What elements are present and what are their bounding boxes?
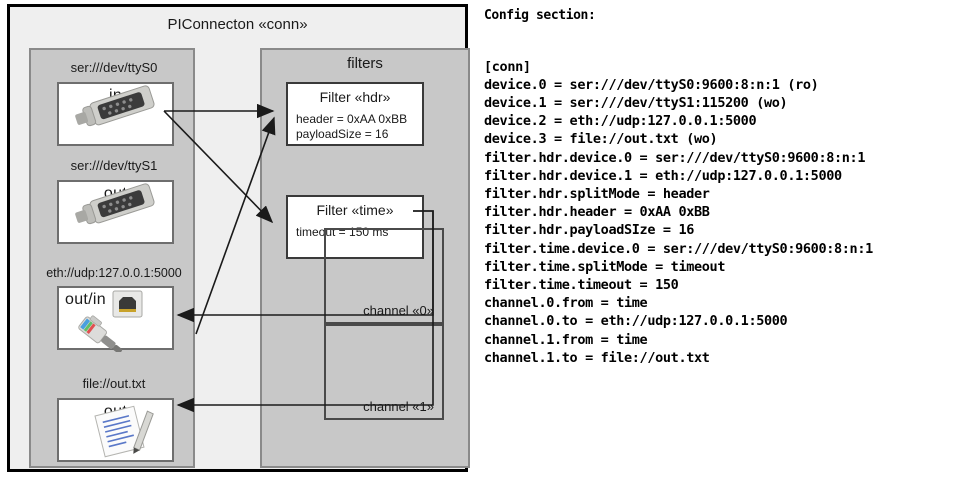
filters-panel: filters Filter «hdr» header = 0xAA 0xBB … [260,48,470,468]
diagram-title: PIConnecton «conn» [167,16,308,33]
channel-box-1[interactable]: channel «1» [324,324,444,420]
device-box-ttyS0[interactable]: in [57,82,174,146]
connection-frame: PIConnecton «conn» ser:///dev/ttyS0 in [7,4,470,472]
channel-box-0[interactable]: channel «0» [324,228,444,324]
filter-attr: payloadSize = 16 [296,127,389,141]
devices-panel: ser:///dev/ttyS0 in [29,48,195,468]
filter-box-hdr[interactable]: Filter «hdr» header = 0xAA 0xBB payloadS… [286,82,424,146]
config-heading: Config section: [484,8,596,23]
filters-panel-title: filters [347,55,383,72]
serial-port-icon [75,85,155,127]
serial-port-icon [75,183,155,225]
device-label-ttyS1: ser:///dev/ttyS1 [70,158,158,173]
device-box-file[interactable]: out [57,398,174,462]
filter-title-time: Filter «time» [316,202,394,218]
filter-attrs-hdr: header = 0xAA 0xBB payloadSize = 16 [296,112,407,142]
channel-label-0: channel «0» [363,303,434,318]
device-label-ttyS0: ser:///dev/ttyS0 [70,60,158,75]
network-plug-icon [78,290,143,352]
device-box-ttyS1[interactable]: out [57,180,174,244]
filter-title-hdr: Filter «hdr» [319,89,391,105]
channel-label-1: channel «1» [363,399,434,414]
text-document-icon [94,405,154,458]
filter-attr: header = 0xAA 0xBB [296,112,408,126]
device-label-eth: eth://udp:127.0.0.1:5000 [46,266,182,280]
device-label-file: file://out.txt [82,376,146,391]
architecture-diagram: PIConnecton «conn» ser:///dev/ttyS0 in [0,0,478,484]
device-box-eth[interactable]: out/in [57,286,174,352]
device-direction-eth: out/in [65,291,106,308]
config-section: Config section: [conn] device.0 = ser://… [481,0,964,484]
config-text[interactable]: [conn] device.0 = ser:///dev/ttyS0:9600:… [484,58,873,366]
